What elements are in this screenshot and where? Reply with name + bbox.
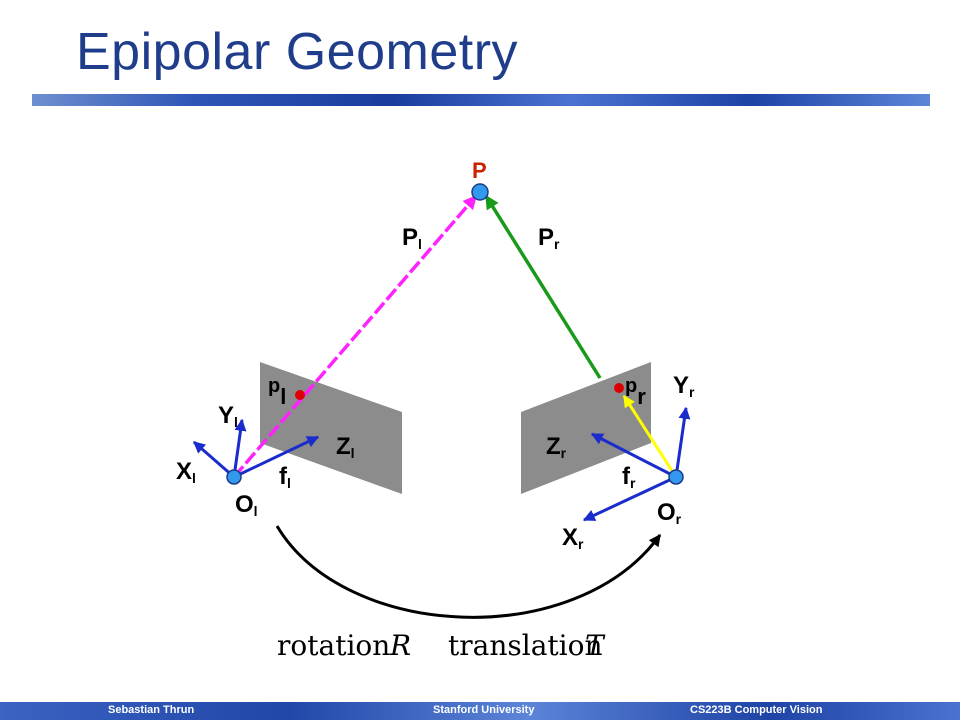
world-point-P <box>471 183 489 201</box>
slide-title: Epipolar Geometry <box>76 23 519 81</box>
right-focal-line <box>622 394 678 478</box>
left-camera-center <box>226 469 242 485</box>
title-underline-bar <box>32 94 930 106</box>
translation-word: translation <box>448 629 602 662</box>
label-Zr: Zr <box>546 433 567 461</box>
label-Xr: Xr <box>562 524 584 552</box>
ray-left-pl <box>232 194 478 479</box>
label-Pr: Pr <box>538 224 560 252</box>
label-Or: Or <box>657 499 682 527</box>
label-Pl: Pl <box>402 224 422 252</box>
label-fl: fl <box>279 463 291 491</box>
left-axis-x <box>193 440 235 479</box>
label-fr: fr <box>622 463 636 491</box>
right-axis-x <box>582 475 677 522</box>
label-Zl: Zl <box>336 433 355 461</box>
footer-course: CS223B Computer Vision <box>690 704 823 716</box>
label-Xl: Xl <box>176 458 196 486</box>
right-image-plane <box>521 362 651 494</box>
label-pl: pl <box>268 375 286 409</box>
label-pr: pr <box>625 375 646 409</box>
translation-symbol: T <box>585 629 606 662</box>
footer-bar: Sebastian Thrun Stanford University CS22… <box>0 702 960 720</box>
label-Yr: Yr <box>673 372 695 400</box>
label-P: P <box>472 158 487 183</box>
left-axis-z <box>233 435 320 479</box>
right-camera-center <box>668 469 684 485</box>
left-axis-y <box>232 418 247 478</box>
left-image-point <box>295 390 305 400</box>
rotation-word: rotation <box>277 629 390 662</box>
label-Ol: Ol <box>235 491 258 519</box>
rotation-symbol: R <box>389 629 411 662</box>
footer-university: Stanford University <box>433 704 535 716</box>
label-Yl: Yl <box>218 402 238 430</box>
right-image-point <box>614 383 624 393</box>
epipolar-diagram: P Pl Pr pl pr Yl Yr Xl Xr Zl Zr fl fr Ol… <box>176 158 695 662</box>
transform-arrow <box>275 525 662 619</box>
ray-right-pr <box>484 194 602 379</box>
footer-author: Sebastian Thrun <box>108 704 195 716</box>
right-axis-z <box>590 432 677 479</box>
right-axis-y <box>674 406 691 478</box>
